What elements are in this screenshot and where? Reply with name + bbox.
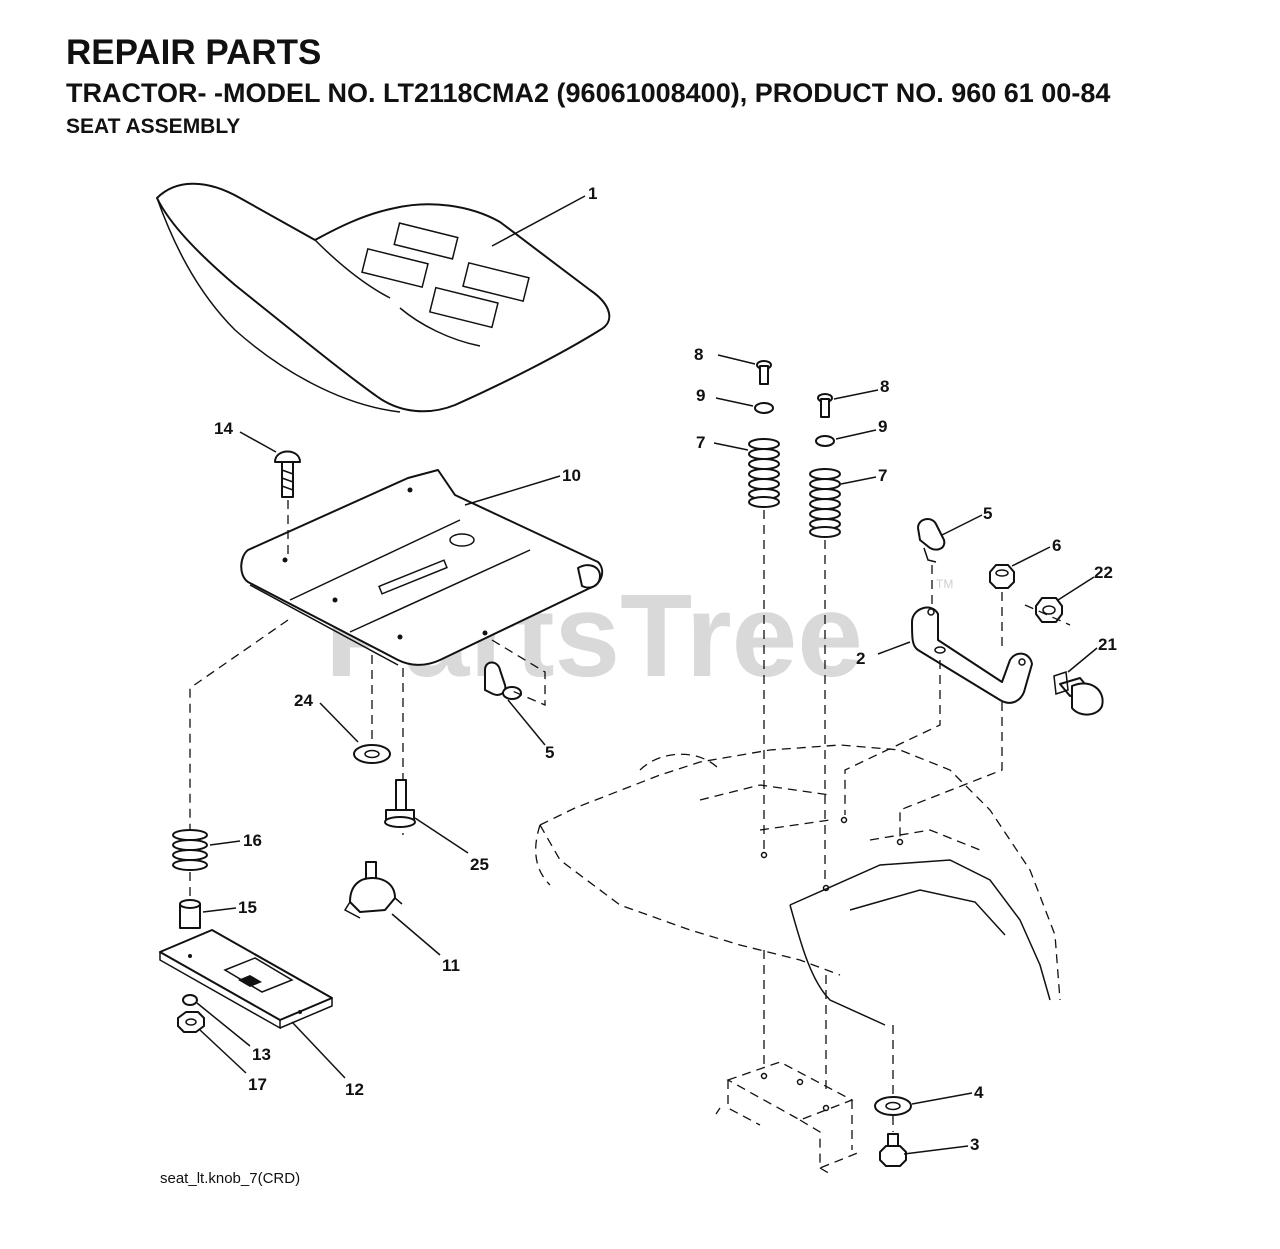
callout-7b: 7 — [878, 466, 887, 485]
bolt-part-8a[interactable] — [756, 360, 772, 385]
washer-part-9b[interactable] — [815, 435, 835, 447]
watermark-tm: TM — [936, 577, 953, 591]
callout-9a: 9 — [696, 386, 705, 405]
slide-rail-part[interactable] — [159, 929, 333, 1030]
clip-part-right[interactable] — [917, 518, 946, 563]
washer-part-4[interactable] — [874, 1096, 912, 1116]
callout-14: 14 — [214, 419, 233, 438]
callout-16: 16 — [243, 831, 262, 850]
callout-6: 6 — [1052, 536, 1061, 555]
lower-bracket-part — [715, 1061, 861, 1176]
nut-part-6[interactable] — [989, 564, 1015, 589]
nut-part-13[interactable] — [182, 994, 198, 1006]
callout-9b: 9 — [878, 417, 887, 436]
washer-part[interactable] — [353, 744, 391, 764]
callout-8b: 8 — [880, 377, 889, 396]
drawing-reference: seat_lt.knob_7(CRD) — [160, 1170, 300, 1187]
callout-12: 12 — [345, 1080, 364, 1099]
fender-part — [535, 744, 1061, 1026]
callout-21: 21 — [1098, 635, 1117, 654]
callout-1: 1 — [588, 184, 597, 203]
bolt-part-8b[interactable] — [817, 393, 833, 418]
callout-8a: 8 — [694, 345, 703, 364]
nut-part-22[interactable] — [1035, 597, 1063, 623]
callout-3: 3 — [970, 1135, 979, 1154]
callout-24: 24 — [294, 691, 313, 710]
shoulder-bolt-part[interactable] — [384, 779, 416, 828]
callout-5-right: 5 — [983, 504, 992, 523]
callout-25: 25 — [470, 855, 489, 874]
callout-2: 2 — [856, 649, 865, 668]
page-title: REPAIR PARTS — [66, 33, 322, 72]
bracket-part[interactable] — [911, 606, 1033, 704]
clip-part-left[interactable] — [484, 661, 522, 700]
callout-15: 15 — [238, 898, 257, 917]
washer-part-9a[interactable] — [754, 402, 774, 414]
carriage-bolt-part[interactable] — [274, 450, 301, 498]
callout-4: 4 — [974, 1083, 984, 1102]
nut-part-17[interactable] — [177, 1011, 205, 1033]
callout-22: 22 — [1094, 563, 1113, 582]
callout-7a: 7 — [696, 433, 705, 452]
callout-17: 17 — [248, 1075, 267, 1094]
callout-11: 11 — [442, 956, 460, 975]
spring-part[interactable] — [172, 829, 208, 871]
seat-part[interactable] — [156, 182, 611, 413]
model-subtitle: TRACTOR- -MODEL NO. LT2118CMA2 (96061008… — [66, 78, 1111, 108]
spacer-part[interactable] — [179, 899, 201, 929]
knob-part[interactable] — [343, 861, 403, 919]
spring-part-7b[interactable] — [809, 468, 841, 538]
spring-part-7a[interactable] — [748, 438, 780, 508]
bolt-part-3[interactable] — [879, 1133, 907, 1167]
callout-5-left: 5 — [545, 743, 554, 762]
callout-13: 13 — [252, 1045, 271, 1064]
callout-10: 10 — [562, 466, 581, 485]
seat-pan-part[interactable] — [240, 469, 604, 666]
section-title: SEAT ASSEMBLY — [66, 115, 241, 138]
shoulder-bolt-part-21[interactable] — [1053, 670, 1104, 716]
